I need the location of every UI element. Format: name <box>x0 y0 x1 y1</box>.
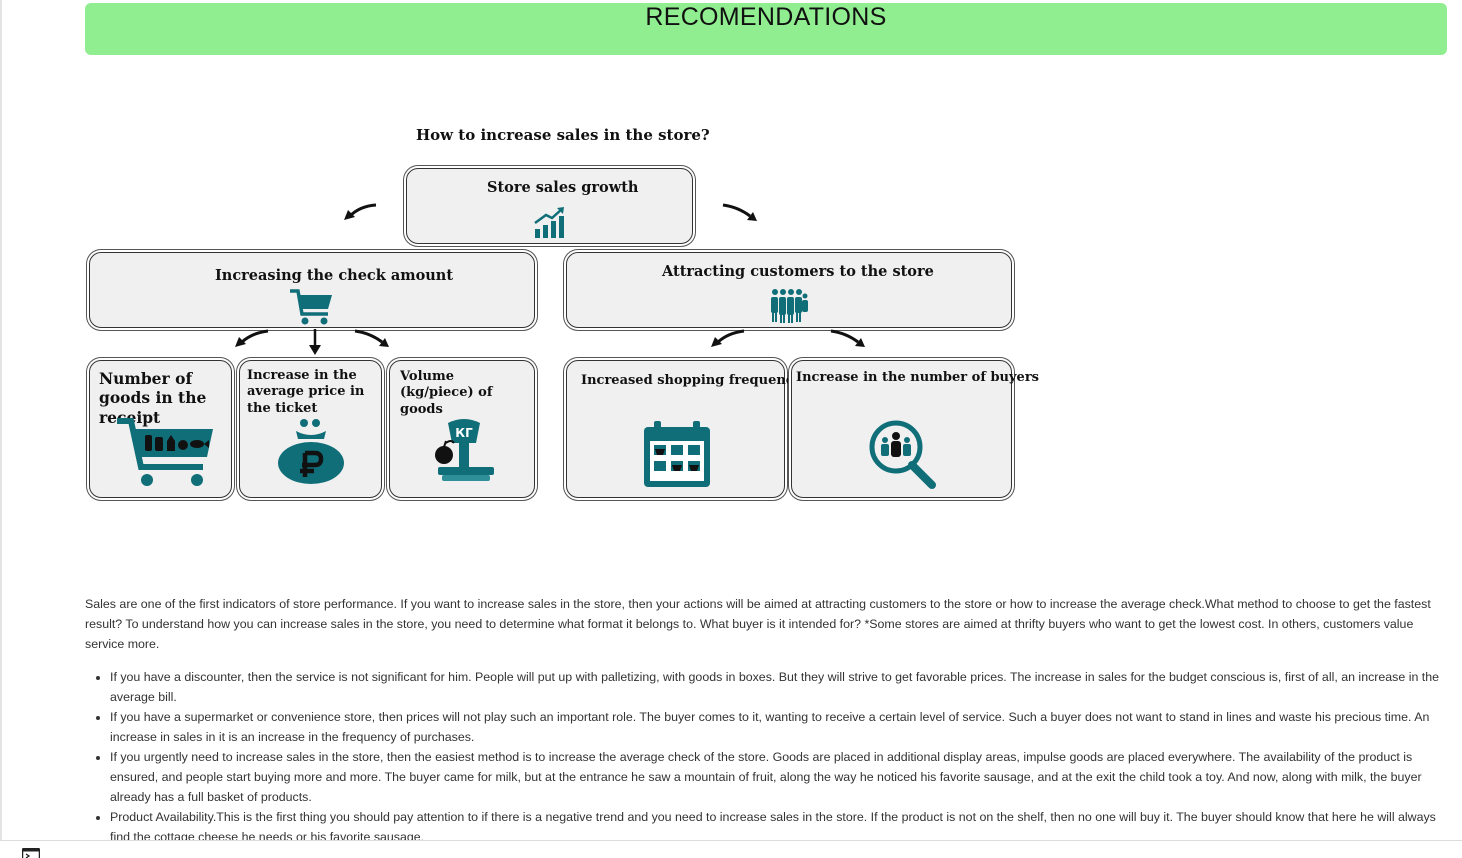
article-intro: Sales are one of the first indicators of… <box>85 594 1447 654</box>
list-item: If you have a supermarket or convenience… <box>110 707 1447 747</box>
article-list: If you have a discounter, then the servi… <box>85 667 1447 847</box>
bar-chart-growth-icon <box>532 205 568 241</box>
calendar-basket-icon <box>642 419 712 489</box>
node-increasing-check-amount: Increasing the check amount <box>89 252 535 328</box>
node-volume-of-goods: Volume (kg/piece) of goods КГ <box>389 360 535 498</box>
shopping-cart-icon <box>288 288 336 326</box>
list-item: If you urgently need to increase sales i… <box>110 747 1447 807</box>
page-left-border <box>0 0 2 856</box>
diagram-question: How to increase sales in the store? <box>416 126 710 144</box>
node-number-of-buyers: Increase in the number of buyers <box>791 360 1012 498</box>
terminal-icon[interactable] <box>22 848 40 858</box>
node-average-price: Increase in the average price in the tic… <box>239 360 382 498</box>
node-number-of-goods: Number of goods in the receipt <box>89 360 232 498</box>
node-store-sales-growth: Store sales growth <box>406 168 693 244</box>
arrow-check-left <box>232 328 272 350</box>
arrow-check-right <box>352 328 392 350</box>
arrow-check-down <box>306 328 324 356</box>
scale-unit-text: КГ <box>455 426 473 440</box>
sales-growth-diagram: How to increase sales in the store? Stor… <box>80 110 1030 540</box>
node-label: Increase in the average price in the tic… <box>247 368 381 417</box>
node-label: Volume (kg/piece) of goods <box>400 369 532 418</box>
node-label: Store sales growth <box>487 179 638 196</box>
list-item: If you have a discounter, then the servi… <box>110 667 1447 707</box>
page-title: RECOMENDATIONS <box>85 3 1447 31</box>
node-label: Increased shopping frequency <box>581 373 801 388</box>
node-shopping-frequency: Increased shopping frequency <box>566 360 785 498</box>
node-label: Increasing the check amount <box>215 267 453 284</box>
arrow-customers-left <box>708 328 748 350</box>
scales-icon: КГ <box>430 417 498 487</box>
cart-with-goods-icon <box>115 417 215 489</box>
node-label: Attracting customers to the store <box>662 263 934 280</box>
arrow-root-right <box>720 202 760 224</box>
crowd-icon <box>767 288 811 324</box>
ruble-money-bag-icon <box>276 417 346 485</box>
node-attracting-customers: Attracting customers to the store <box>566 252 1012 328</box>
header-banner: RECOMENDATIONS <box>85 3 1447 55</box>
arrow-root-left <box>342 202 382 224</box>
bottom-status-bar <box>0 840 1462 857</box>
people-search-icon <box>866 419 938 489</box>
node-label: Increase in the number of buyers <box>796 370 1039 385</box>
article-body: Sales are one of the first indicators of… <box>85 594 1447 847</box>
arrow-customers-right <box>828 328 868 350</box>
